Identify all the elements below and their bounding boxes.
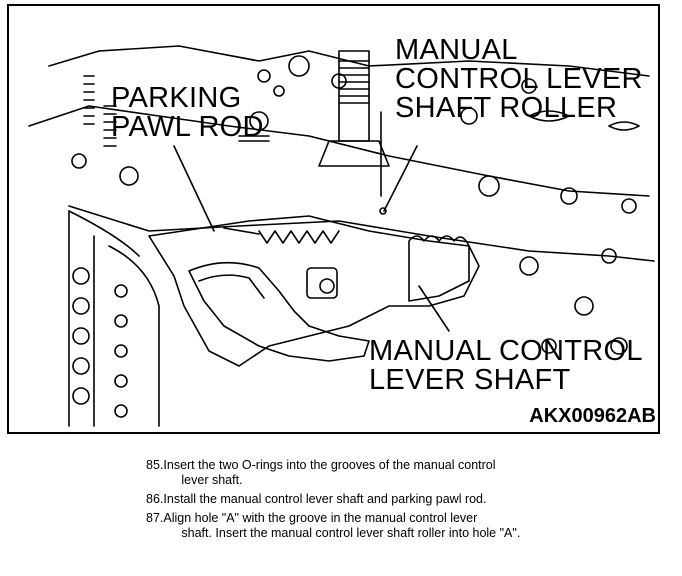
figure-code: AKX00962AB bbox=[529, 405, 656, 427]
instruction-list: 85. Insert the two O-rings into the groo… bbox=[146, 458, 566, 545]
step-text-continued: shaft. Insert the manual control lever s… bbox=[181, 526, 521, 540]
manual-control-lever-shaft-label: MANUAL CONTROL LEVER SHAFT bbox=[369, 335, 643, 396]
step-number: 85. bbox=[146, 458, 164, 472]
list-item: 87. Align hole "A" with the groove in th… bbox=[146, 511, 566, 541]
list-item: 86. Install the manual control lever sha… bbox=[146, 492, 566, 507]
manual-control-lever-shaft-roller-label: MANUAL CONTROL LEVER SHAFT ROLLER bbox=[395, 34, 643, 124]
step-number: 86. bbox=[146, 492, 164, 506]
step-number: 87. bbox=[146, 511, 164, 525]
step-text: Insert the two O-rings into the grooves … bbox=[163, 458, 496, 472]
step-text: Align hole "A" with the groove in the ma… bbox=[163, 511, 478, 525]
parking-pawl-rod-label: PARKING PAWL ROD bbox=[111, 82, 264, 143]
diagram-figure: PARKING PAWL ROD MANUAL CONTROL LEVER SH… bbox=[7, 4, 660, 434]
list-item: 85. Insert the two O-rings into the groo… bbox=[146, 458, 566, 488]
step-text-continued: lever shaft. bbox=[181, 473, 243, 487]
transmission-illustration bbox=[28, 45, 655, 427]
step-text: Install the manual control lever shaft a… bbox=[163, 492, 487, 506]
